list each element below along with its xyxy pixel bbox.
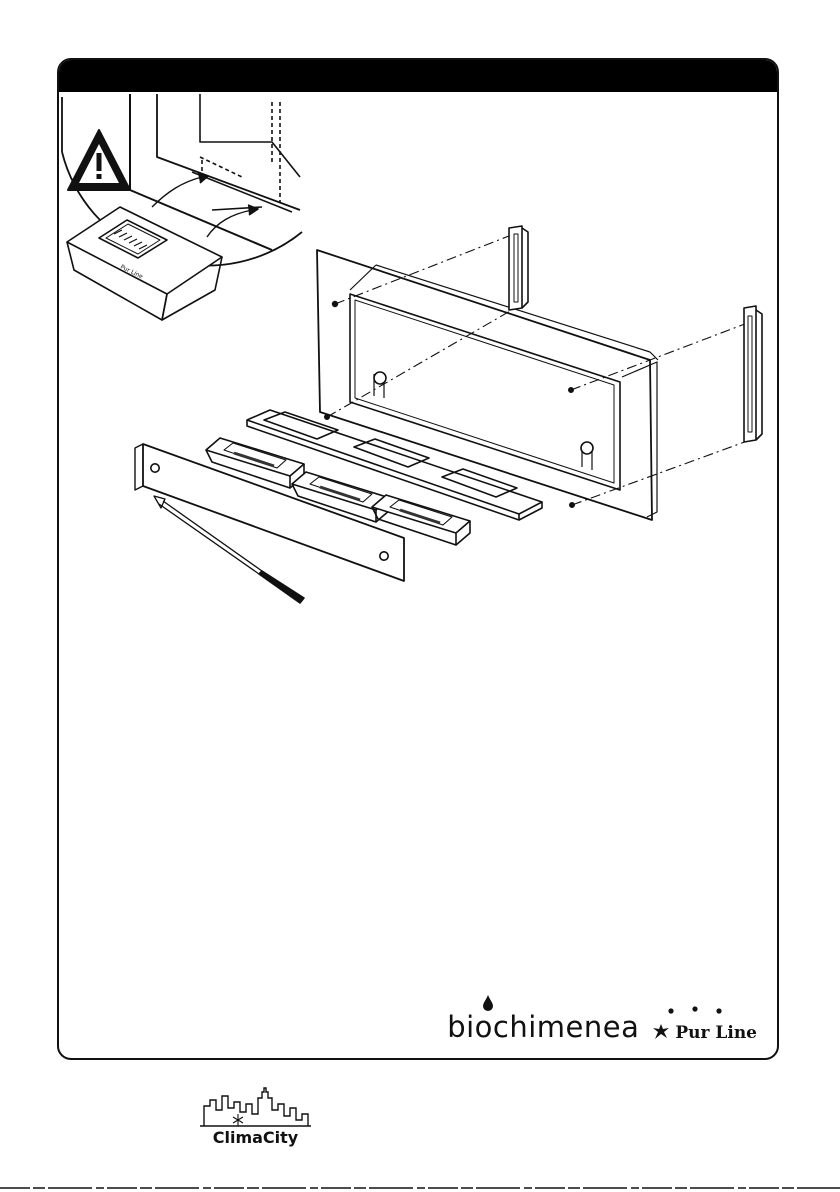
page-frame: Pur Line [57, 58, 779, 1060]
climacity-logo: ClimaCity [198, 1086, 313, 1156]
brand-logos: biochimenea Pur Line [447, 1013, 757, 1042]
biochimenea-suffix: chimenea [493, 1010, 639, 1044]
biochimenea-prefix: bio [447, 1010, 493, 1044]
footer-rule [0, 1180, 840, 1192]
city-skyline-icon [198, 1086, 313, 1130]
assembly-diagram: Pur Line [59, 60, 779, 1060]
wall-bracket-left [509, 226, 528, 310]
climacity-text: ClimaCity [198, 1128, 313, 1147]
inset-detail: Pur Line [62, 92, 302, 320]
biochimenea-logo: biochimenea [447, 1013, 639, 1042]
flame-drop-icon [483, 995, 493, 1011]
pur-line-dots-icon [667, 1006, 727, 1016]
wall-bracket-right [744, 306, 762, 442]
pur-line-text: Pur Line [675, 1025, 757, 1042]
pur-line-mark-icon [651, 1022, 671, 1042]
pur-line-logo: Pur Line [651, 1022, 757, 1042]
